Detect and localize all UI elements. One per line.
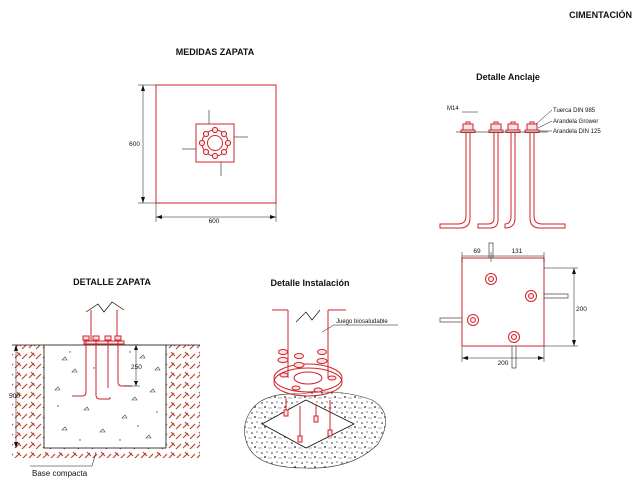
anchor-rod-1 [439, 121, 476, 229]
medidas-zapata-view: MEDIDAS ZAPATA 600 [129, 47, 277, 225]
detalle-zapata-title: DETALLE ZAPATA [73, 277, 151, 287]
detalle-zapata-view: DETALLE ZAPATA [9, 277, 200, 478]
anclaje-plan-bolts [467, 273, 537, 343]
dim-200-side-label: 200 [576, 306, 587, 313]
juego-leader [321, 324, 398, 333]
anchor-rod-4 [524, 121, 566, 229]
flange-hole [293, 371, 323, 385]
juego-label: Juego biosaludable [336, 319, 388, 325]
sheet-title: CIMENTACIÓN [569, 9, 632, 20]
base-flange [273, 367, 343, 397]
base-flange-top [273, 363, 343, 393]
width-dimension [155, 203, 277, 222]
medidas-title: MEDIDAS ZAPATA [176, 47, 255, 57]
dim-height-label: 600 [129, 141, 140, 148]
grower-label: Arandela Grower [553, 119, 598, 125]
detalle-instalacion-view: Detalle Instalación Juego biosaludable [244, 278, 398, 469]
base-leader [30, 451, 97, 467]
zapata-anchors [72, 335, 132, 400]
dim-131-label: 131 [512, 248, 523, 255]
anchor-rod-tails [182, 110, 248, 176]
anchor-rod-2 [477, 121, 504, 229]
dim-200-bottom-label: 200 [498, 360, 509, 367]
dim-500-lines [14, 345, 18, 448]
exploded-hardware [277, 349, 337, 393]
anclaje-top-dimension [461, 252, 545, 262]
dim-width-label: 600 [209, 218, 220, 225]
dim-250-lines [124, 344, 140, 387]
anclaje-plan-rod-tails [439, 242, 569, 369]
dim-250-label: 250 [131, 364, 142, 371]
detalle-anclaje-view: Detalle Anclaje M14 [439, 72, 601, 369]
concrete-block [43, 344, 167, 449]
zapata-base-plate [83, 340, 125, 345]
anclaje-side-dimension [544, 267, 578, 347]
concrete-aggregate [54, 354, 161, 439]
dim-69-label: 69 [473, 248, 481, 255]
base-compacta-label: Base compacta [32, 469, 88, 478]
plate-bolts [198, 126, 232, 160]
bolt-size-label: M14 [447, 106, 459, 112]
soil-hatch [12, 345, 200, 458]
anclaje-plan-plate [461, 257, 545, 347]
post-circle [207, 135, 223, 151]
tuerca-label: Tuerca DIN 985 [553, 108, 596, 114]
anchor-rod-3 [504, 121, 521, 229]
instalacion-title: Detalle Instalación [270, 278, 349, 288]
footing-outline [155, 84, 277, 204]
din125-label: Arandela DIN 125 [553, 129, 601, 135]
dim-500-label: 500 [9, 393, 20, 400]
anclaje-bottom-dimension [461, 346, 545, 362]
anchor-plate [195, 123, 235, 163]
height-dimension [138, 84, 156, 204]
instalacion-rods [283, 398, 333, 443]
concrete-dots [57, 351, 158, 441]
anclaje-title: Detalle Anclaje [476, 72, 540, 82]
